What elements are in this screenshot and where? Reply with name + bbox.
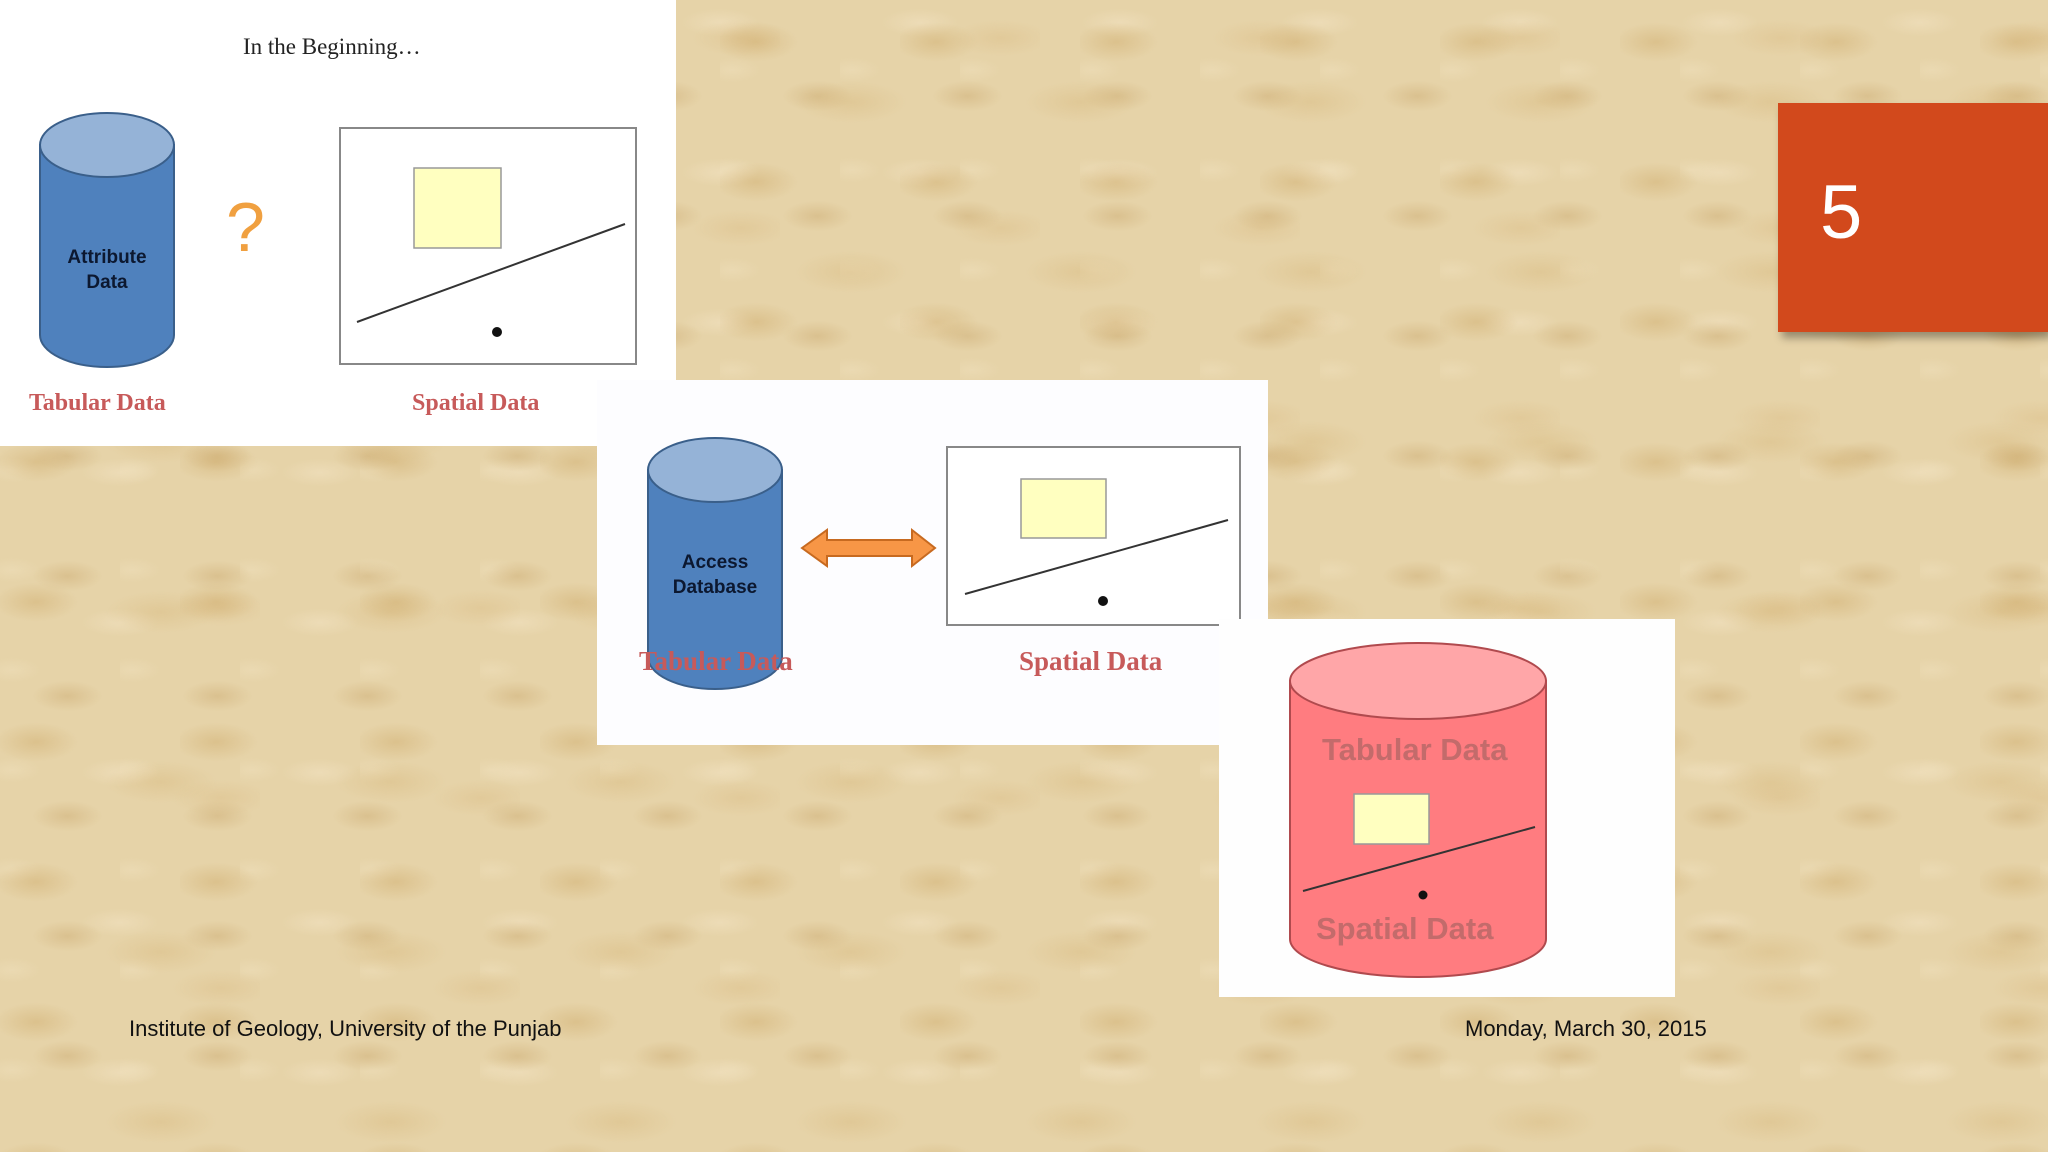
beginning-graphics <box>39 112 637 368</box>
tabular-data-caption: Tabular Data <box>29 390 166 416</box>
diagram-panel-linked: Access Database Tabular Data Spatial Dat… <box>597 380 1268 745</box>
embedded-spatial-features <box>1302 793 1536 900</box>
access-database-cylinder <box>647 437 783 690</box>
spatial-data-caption: Spatial Data <box>1019 646 1163 676</box>
spatial-data-map-frame <box>946 446 1241 626</box>
double-arrow <box>800 527 937 569</box>
cylinder-label-line2: Data <box>86 272 128 293</box>
footer-institution: Institute of Geology, University of the … <box>129 1016 562 1041</box>
linked-graphics <box>647 437 1241 690</box>
cylinder-label-line1: Attribute <box>67 247 147 268</box>
cylinder-label-line2: Database <box>672 577 758 598</box>
integrated-tabular-text: Tabular Data <box>1322 732 1508 767</box>
panel-title: In the Beginning… <box>243 34 421 59</box>
integrated-spatial-text: Spatial Data <box>1316 911 1494 946</box>
slide-number: 5 <box>1820 170 1863 255</box>
attribute-data-cylinder <box>39 112 175 368</box>
slide-number-badge: 5 <box>1778 103 2048 332</box>
cylinder-label: Attribute Data <box>47 245 167 295</box>
spatial-data-map-frame <box>339 127 637 365</box>
spatial-data-caption: Spatial Data <box>412 390 540 416</box>
integrated-graphics <box>1289 642 1547 978</box>
diagram-panel-integrated: Tabular Data Spatial Data <box>1219 619 1675 997</box>
cylinder-label-line1: Access <box>681 552 749 573</box>
tabular-data-caption: Tabular Data <box>639 646 793 676</box>
diagram-panel-beginning: In the Beginning… Attribute Data ? Tabul… <box>0 0 676 446</box>
question-mark: ? <box>226 188 265 266</box>
footer-date: Monday, March 30, 2015 <box>1465 1016 1707 1041</box>
cylinder-label: Access Database <box>655 550 775 600</box>
